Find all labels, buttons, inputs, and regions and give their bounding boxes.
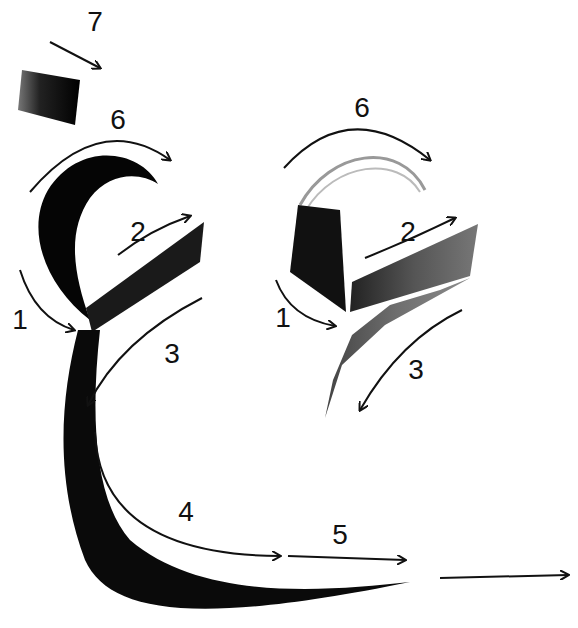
callout-number: 1 — [12, 306, 28, 334]
faint-head-stroke — [306, 168, 420, 210]
stroke-arrow — [50, 42, 100, 68]
stroke-arrow — [360, 310, 462, 410]
stroke-arrow — [284, 129, 430, 168]
first-stroke — [290, 205, 346, 312]
callout-number: 7 — [87, 8, 103, 36]
stroke-arrow — [88, 298, 202, 405]
tail-stroke — [63, 330, 410, 609]
stroke-arrow — [30, 141, 170, 192]
stroke-arrow — [288, 556, 405, 560]
callout-number: 6 — [354, 94, 370, 122]
callout-number: 1 — [275, 304, 291, 332]
callout-number: 2 — [130, 218, 146, 246]
descending-stroke — [325, 278, 470, 418]
callout-number: 3 — [164, 340, 180, 368]
dot-stroke — [18, 70, 80, 125]
callout-number: 4 — [178, 498, 194, 526]
stroke-arrow — [365, 218, 455, 258]
callout-number: 3 — [408, 356, 424, 384]
callout-number: 2 — [400, 218, 416, 246]
stroke-arrow — [20, 270, 74, 330]
stroke-arrow — [118, 216, 190, 255]
stroke-arrow — [95, 432, 280, 556]
callout-number: 5 — [332, 521, 348, 549]
faint-head-stroke — [300, 158, 425, 205]
stroke-arrow — [440, 575, 568, 578]
callout-number: 6 — [110, 106, 126, 134]
